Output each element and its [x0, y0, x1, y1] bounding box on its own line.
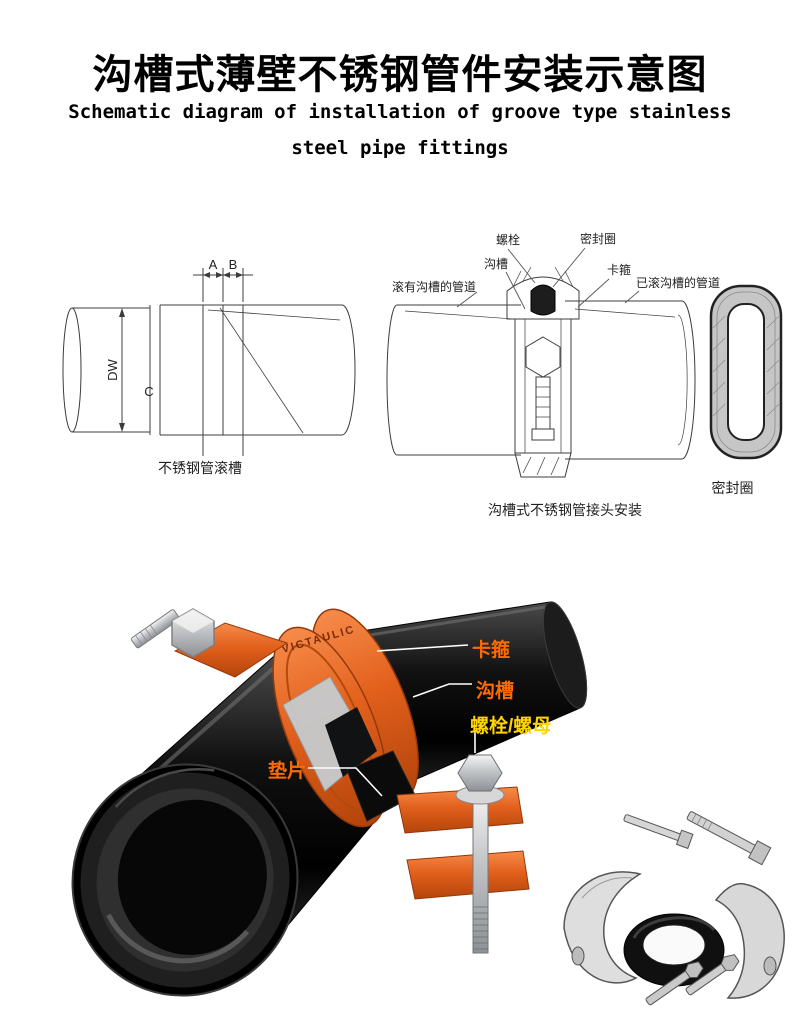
render-label-gasket: 垫片 — [268, 761, 307, 782]
bottom-bolt-assembly — [396, 754, 530, 954]
clamp-housing-right — [714, 882, 785, 999]
render-leader-lines — [308, 644, 476, 797]
render-label-groove: 沟槽 — [476, 681, 515, 702]
gasket-cross-section — [530, 284, 556, 316]
dim-label-a: A — [209, 257, 218, 272]
joint-label-groove: 沟槽 — [484, 257, 509, 271]
bolt-head — [457, 754, 503, 792]
render-label-clamp: 卡箍 — [472, 640, 511, 661]
component-bolt-1 — [686, 811, 772, 866]
component-bolt-2 — [623, 814, 694, 850]
joint-label-bolt: 螺栓 — [496, 233, 521, 247]
seal-ring-hatch — [712, 315, 780, 417]
page-subtitle-line2: steel pipe fittings — [291, 137, 509, 159]
dim-label-b: B — [229, 257, 238, 272]
groove-dimension-drawing: A B DW C — [62, 257, 356, 456]
render-label-bolt-nut: 螺栓/螺母 — [470, 716, 552, 737]
cutaway-section — [282, 676, 416, 822]
top-bolt — [130, 608, 215, 658]
component-bolt-3 — [645, 961, 704, 1006]
coupling-render: VICTAULIC — [71, 601, 588, 997]
seal-ring-drawing — [709, 284, 783, 460]
seal-ring-inner — [727, 303, 765, 441]
joint-label-pipe-left: 滚有沟槽的管道 — [392, 280, 477, 294]
page-subtitle-line1: Schematic diagram of installation of gro… — [68, 101, 732, 123]
joint-leader-lines — [456, 247, 640, 310]
dim-label-dw: DW — [105, 358, 120, 380]
dimension-arrows — [119, 272, 243, 432]
groove-drawing-caption: 不锈钢管滚槽 — [158, 460, 242, 476]
joint-label-clamp: 卡箍 — [607, 263, 632, 277]
dim-label-c: C — [144, 384, 153, 399]
joint-label-pipe-right: 已滚沟槽的管道 — [636, 276, 721, 290]
joint-label-seal-ring: 密封圈 — [580, 232, 617, 246]
joint-drawing-caption: 沟槽式不锈钢管接头安装 — [488, 502, 642, 518]
joint-section-drawing — [386, 247, 696, 478]
bolt-shaft — [472, 790, 489, 954]
component-bolt-4 — [685, 954, 740, 996]
grooved-pipe-outline — [62, 268, 356, 456]
seal-drawing-caption: 密封圈 — [711, 480, 754, 496]
components-photo — [563, 811, 785, 1006]
pipe-mouth — [71, 763, 299, 997]
page-title: 沟槽式薄壁不锈钢管件安装示意图 — [92, 53, 708, 97]
